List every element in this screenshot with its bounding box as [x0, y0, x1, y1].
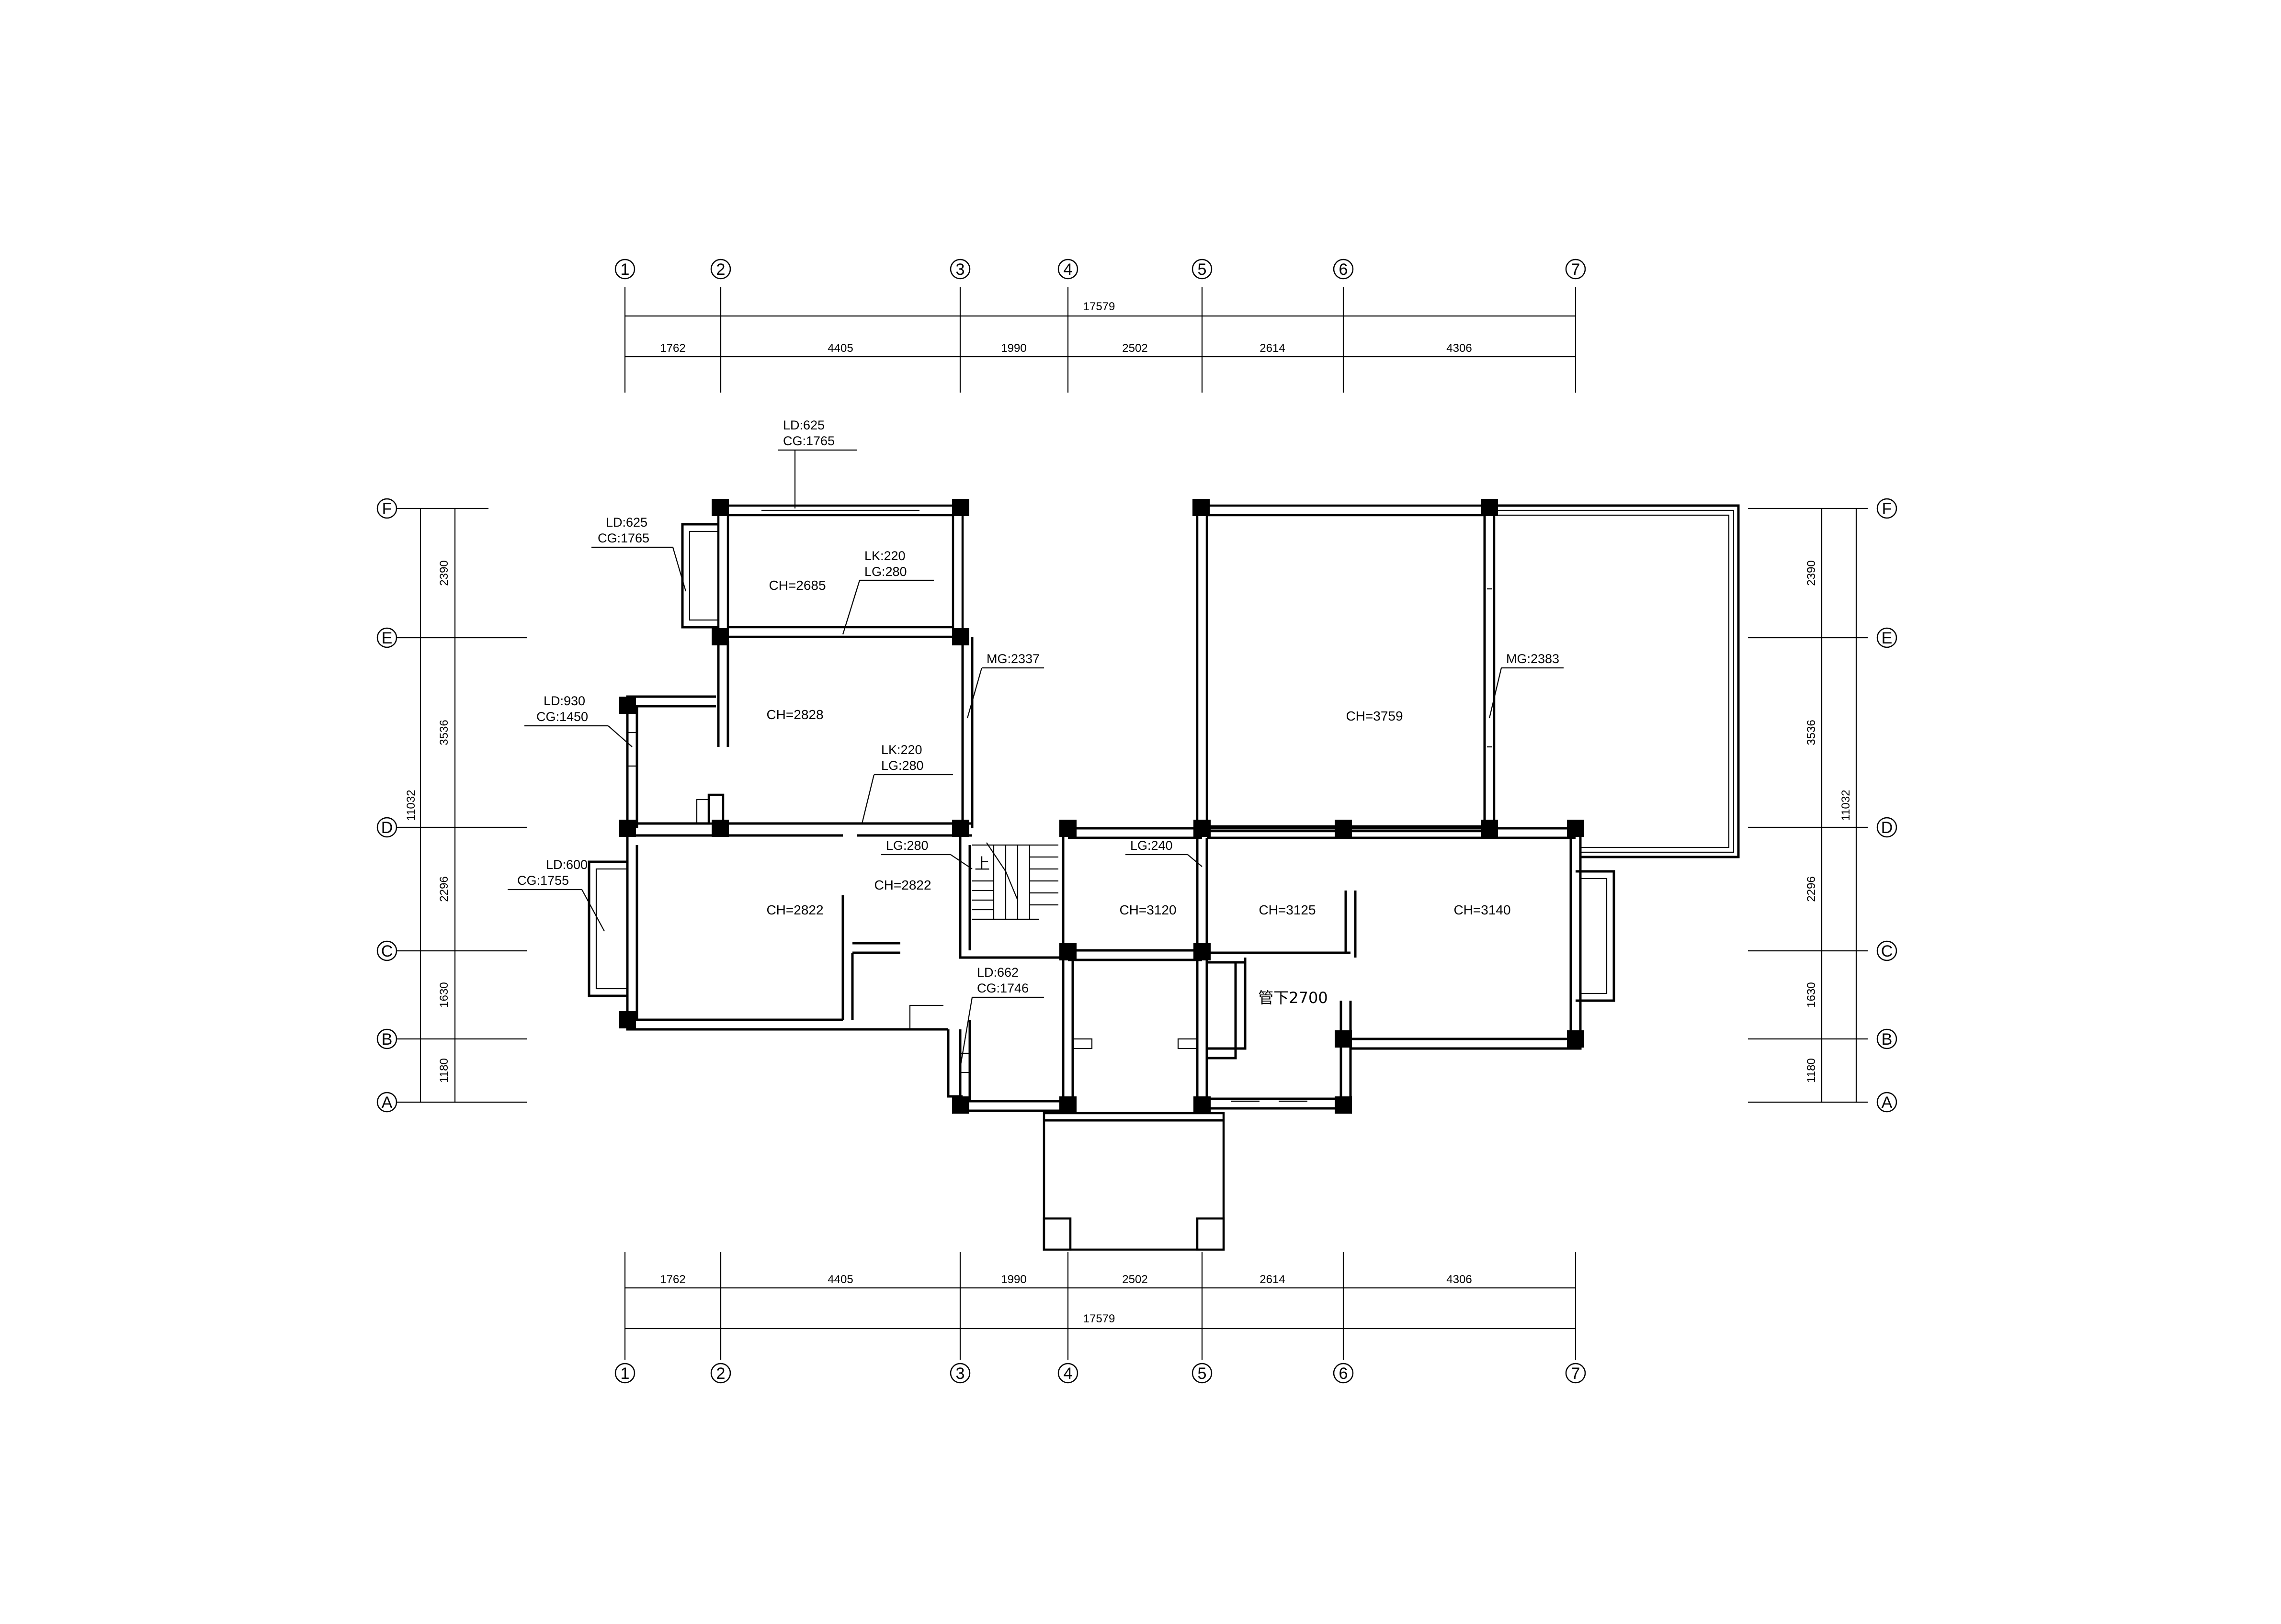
axis-left-A: A	[382, 1094, 393, 1112]
dim-left-seg-4: 3536	[438, 720, 451, 745]
right-dimension-chain: 1180 1630 2296 3536 2390 11032	[1748, 508, 1868, 1103]
structural-columns	[619, 499, 1584, 1114]
dim-overall-bottom: 17579	[1083, 1312, 1115, 1325]
dim-seg-bottom-1: 1762	[660, 1273, 685, 1286]
dim-right-seg-5: 2390	[1805, 560, 1818, 586]
dim-right-seg-1: 1180	[1805, 1058, 1818, 1083]
note-a6-line1: LK:220	[881, 743, 922, 757]
axis-top-3: 3	[956, 260, 965, 279]
axis-left-C: C	[381, 942, 393, 960]
axis-bottom-7: 7	[1571, 1365, 1580, 1383]
note-a7: LG:280	[886, 838, 929, 853]
axis-bottom-6: 6	[1339, 1365, 1348, 1383]
room-ceiling-height-7: CH=3140	[1453, 902, 1510, 917]
note-a2-line2: CG:1765	[598, 531, 649, 545]
dim-left-seg-5: 2390	[438, 560, 451, 586]
note-a5-line1: LD:930	[544, 694, 585, 708]
note-a8: LG:240	[1130, 838, 1173, 853]
axis-left-D: D	[381, 819, 393, 837]
axis-top-5: 5	[1198, 260, 1207, 279]
axis-bottom-3: 3	[956, 1365, 965, 1383]
dim-right-seg-4: 3536	[1805, 720, 1818, 745]
dim-seg-bottom-5: 2614	[1260, 1273, 1285, 1286]
dim-seg-top-5: 2614	[1260, 342, 1285, 355]
dim-left-seg-2: 1630	[438, 982, 451, 1007]
dim-seg-top-2: 4405	[828, 342, 853, 355]
axis-right-E: E	[1882, 629, 1893, 647]
dim-left-seg-1: 1180	[438, 1058, 451, 1083]
top-axis-bubbles: 1 2 3 4 5 6 7	[614, 259, 1586, 280]
note-a9-line1: LD:600	[546, 857, 588, 872]
room-ceiling-height-6: CH=3125	[1259, 902, 1316, 917]
dim-seg-top-6: 4306	[1446, 342, 1472, 355]
right-axis-bubbles: F E D C B A	[1876, 498, 1897, 1113]
axis-top-1: 1	[621, 260, 630, 279]
room-ceiling-height-3: CH=2822	[766, 902, 823, 917]
note-a1-line2: CG:1765	[783, 434, 835, 448]
room-ceiling-height-2: CH=2828	[766, 707, 823, 722]
note-a9-line2: CG:1755	[517, 873, 569, 888]
dim-seg-bottom-4: 2502	[1122, 1273, 1147, 1286]
annotations: LD:625 CG:1765 LD:625 CG:1765 LK:220 LG:…	[508, 418, 1564, 1068]
note-a10-line1: LD:662	[977, 965, 1019, 980]
note-a3-line1: LK:220	[864, 549, 906, 563]
axis-bottom-4: 4	[1064, 1365, 1073, 1383]
axis-bottom-5: 5	[1198, 1365, 1207, 1383]
entry-steps	[1043, 1112, 1225, 1251]
dim-seg-bottom-2: 4405	[828, 1273, 853, 1286]
note-a6-line2: LG:280	[881, 758, 924, 773]
dim-seg-top-4: 2502	[1122, 342, 1147, 355]
axis-left-B: B	[382, 1030, 393, 1049]
dim-right-overall: 11032	[1839, 790, 1852, 821]
axis-bottom-1: 1	[621, 1365, 630, 1383]
dim-seg-top-3: 1990	[1001, 342, 1026, 355]
axis-left-F: F	[382, 500, 392, 518]
dim-right-seg-2: 1630	[1805, 982, 1818, 1007]
dim-seg-bottom-3: 1990	[1001, 1273, 1026, 1286]
axis-top-7: 7	[1571, 260, 1580, 279]
note-a1-line1: LD:625	[783, 418, 825, 432]
note-a10-line2: CG:1746	[977, 981, 1029, 995]
room-ceiling-height-8: CH=3759	[1346, 709, 1403, 723]
dim-overall-top: 17579	[1083, 300, 1115, 313]
bottom-axis-bubbles: 1 2 3 4 5 6 7	[614, 1363, 1586, 1384]
axis-right-C: C	[1881, 942, 1893, 960]
stair-treads	[972, 842, 1058, 919]
axis-right-D: D	[1881, 819, 1893, 837]
dim-seg-top-1: 1762	[660, 342, 685, 355]
axis-right-A: A	[1882, 1094, 1893, 1112]
room-labels: CH=2685 CH=2828 CH=2822 CH=2822 CH=3120 …	[766, 578, 1510, 1007]
axis-left-E: E	[382, 629, 393, 647]
axis-top-2: 2	[716, 260, 726, 279]
dim-left-overall: 11032	[405, 790, 418, 821]
note-a5-line2: CG:1450	[536, 710, 588, 724]
axis-top-4: 4	[1064, 260, 1073, 279]
dim-seg-bottom-6: 4306	[1446, 1273, 1472, 1286]
note-a2-line1: LD:625	[606, 515, 647, 530]
axis-right-B: B	[1882, 1030, 1893, 1049]
room-ceiling-height-4: CH=2822	[874, 878, 931, 892]
note-a11: MG:2383	[1506, 652, 1559, 666]
room-ceiling-height-5: CH=3120	[1119, 902, 1176, 917]
note-a3-line2: LG:280	[864, 564, 907, 579]
room-ceiling-height-1: CH=2685	[769, 578, 826, 593]
dim-right-seg-3: 2296	[1805, 876, 1818, 902]
axis-bottom-2: 2	[716, 1365, 726, 1383]
top-dimension-chain: 17579 1762 4405 1990 2502 2614 4306	[624, 287, 1577, 393]
walls: 上	[588, 504, 1740, 1251]
left-dimension-chain: 1180 1630 2296 3536 2390 11032	[393, 508, 527, 1103]
axis-right-F: F	[1882, 500, 1892, 518]
left-axis-bubbles: F E D C B A	[376, 498, 397, 1113]
dim-left-seg-3: 2296	[438, 876, 451, 902]
stair-up-label: 上	[975, 855, 990, 873]
axis-top-6: 6	[1339, 260, 1348, 279]
room-pipe-note: 管下2700	[1258, 989, 1328, 1007]
note-a4: MG:2337	[987, 652, 1040, 666]
bottom-dimension-chain: 1762 4405 1990 2502 2614 4306 17579	[624, 1252, 1577, 1360]
